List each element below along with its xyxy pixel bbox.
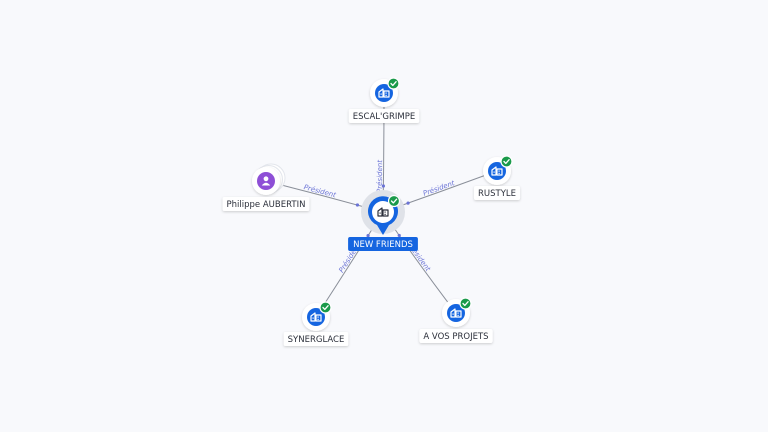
person-icon — [261, 176, 271, 186]
node-escal-grimpe[interactable]: ESCAL'GRIMPE — [348, 77, 420, 123]
node-label: ESCAL'GRIMPE — [348, 109, 420, 123]
verified-check-icon — [387, 77, 400, 90]
edge-label-president: Président — [303, 183, 337, 199]
edge-arrow — [366, 234, 370, 238]
node-label: SYNERGLACE — [283, 332, 349, 346]
center-node[interactable]: NEW FRIENDS — [348, 190, 418, 251]
verified-check-icon — [500, 155, 513, 168]
node-label-text: SYNERGLACE — [288, 335, 345, 345]
verified-check-icon — [387, 194, 401, 208]
node-rustyle[interactable]: RUSTYLE — [473, 155, 521, 200]
building-icon — [310, 312, 322, 322]
node-label-text: RUSTYLE — [478, 189, 516, 199]
node-philippe-aubertin[interactable]: Philippe AUBERTIN — [222, 163, 310, 211]
center-label-text: NEW FRIENDS — [353, 240, 413, 250]
edge-arrow — [397, 233, 401, 238]
node-label-text: ESCAL'GRIMPE — [353, 112, 415, 122]
edge-label-president: Président — [376, 160, 384, 193]
node-label-text: Philippe AUBERTIN — [227, 200, 306, 210]
nodes-layer: ESCAL'GRIMPE RUSTYLE A VOS PROJETS SYNERGLA… — [222, 77, 521, 346]
edge-arrow — [381, 184, 385, 188]
node-label: RUSTYLE — [473, 186, 521, 200]
edge-label-president: Président — [422, 179, 456, 198]
center-label: NEW FRIENDS — [348, 237, 418, 251]
building-icon — [450, 308, 462, 318]
node-label: Philippe AUBERTIN — [222, 197, 310, 211]
edge-arrow — [406, 201, 410, 205]
building-icon — [377, 207, 389, 217]
building-icon — [378, 88, 390, 98]
edge-arrow — [355, 203, 360, 207]
building-icon — [491, 166, 503, 176]
verified-check-icon — [459, 297, 472, 310]
node-label-text: A VOS PROJETS — [423, 332, 488, 342]
verified-check-icon — [319, 301, 332, 314]
node-synerglace[interactable]: SYNERGLACE — [283, 301, 349, 346]
node-label: A VOS PROJETS — [419, 329, 493, 343]
node-a-vos-projets[interactable]: A VOS PROJETS — [419, 297, 493, 343]
